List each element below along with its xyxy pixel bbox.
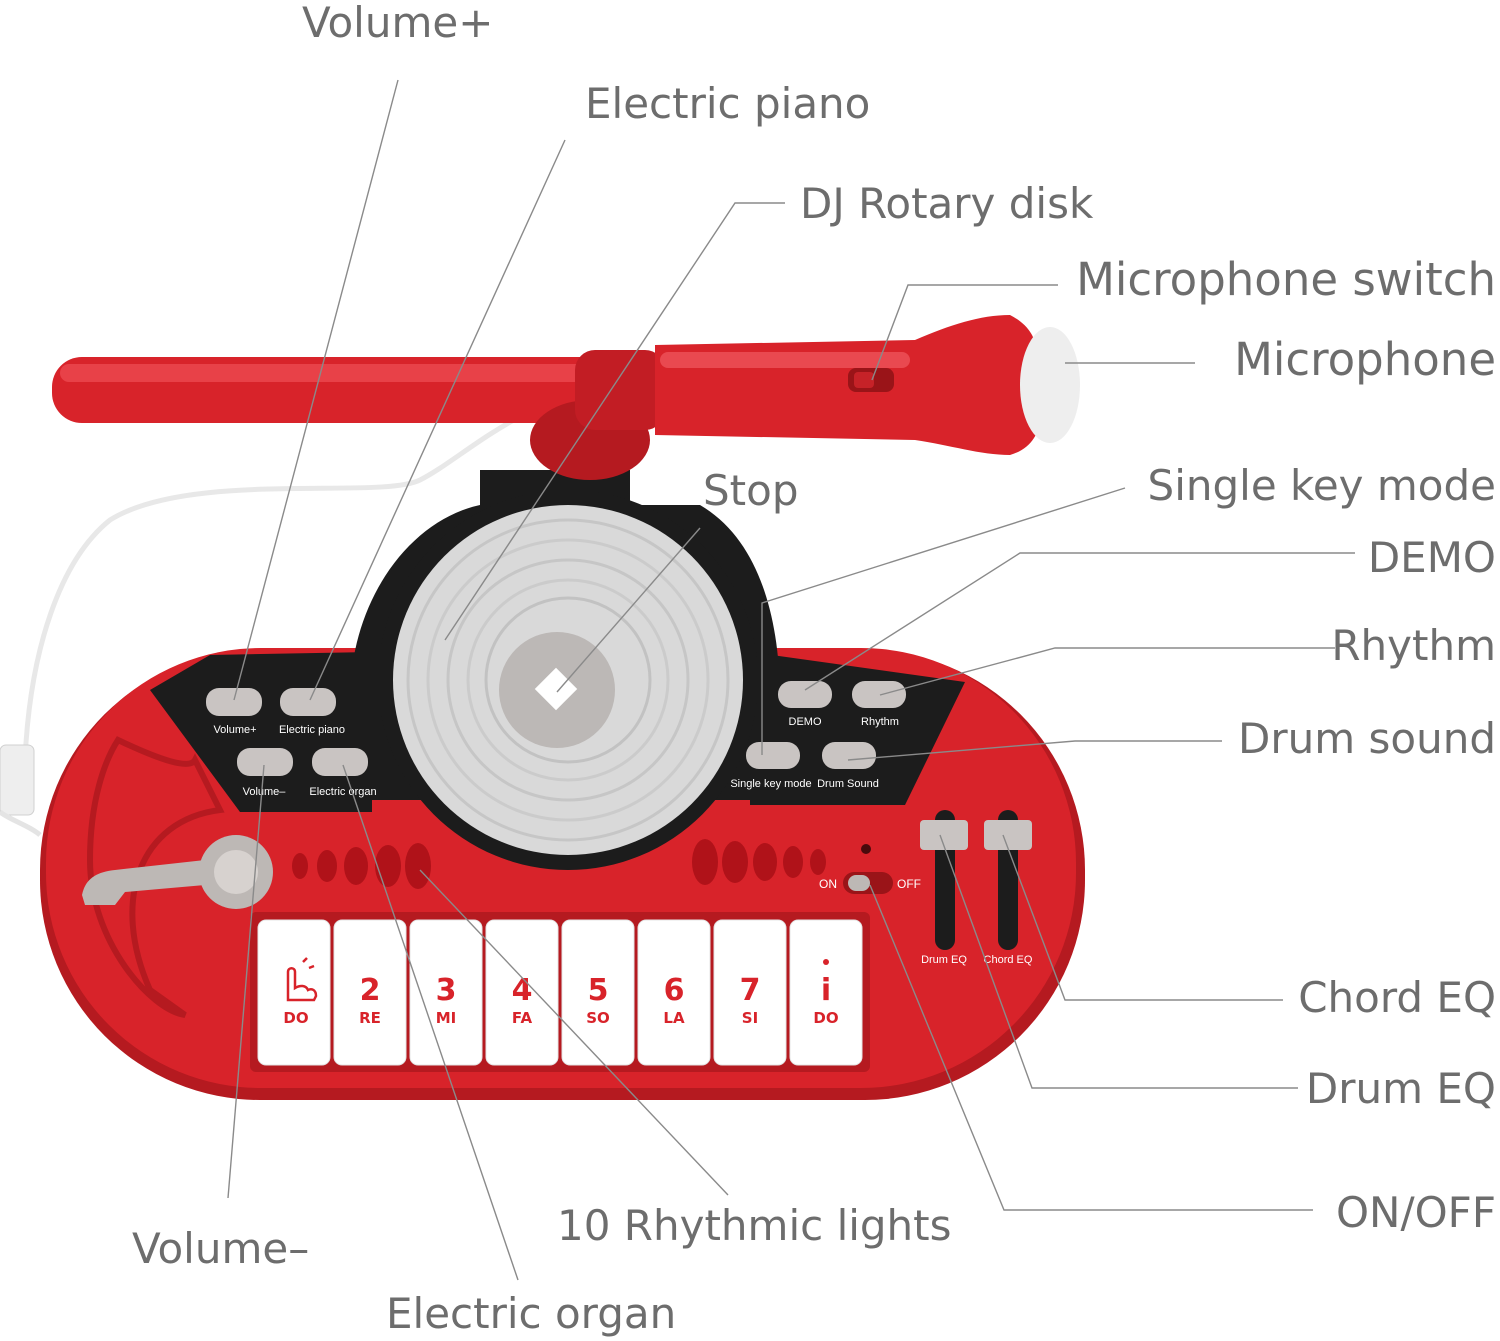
microphone-head [1020,327,1080,443]
light-10 [810,849,826,875]
callout-volume-minus: Volume– [132,1224,309,1273]
single-key-mode-button[interactable] [746,742,800,769]
callout-dj-rotary-disk: DJ Rotary disk [800,179,1094,228]
key-note-so: SO [586,1009,610,1027]
key-note-mi: MI [436,1009,457,1027]
rhythm-button[interactable] [852,681,906,708]
light-4 [375,845,401,887]
callout-single-key-mode: Single key mode [1148,461,1496,510]
key-number-5: 5 [588,973,609,1008]
rhythm-panel-label: Rhythm [861,716,899,728]
drum-eq-slider[interactable] [920,820,968,850]
callout-microphone: Microphone [1234,333,1496,386]
side-groove [86,736,225,1018]
light-9 [783,846,803,878]
piano-key[interactable] [257,919,331,1066]
volume-plus-panel-label: Volume+ [213,724,256,736]
on-label: ON [819,877,837,891]
demo-button[interactable] [778,681,832,708]
power-indicator [861,844,871,854]
off-label: OFF [897,877,921,891]
electric-organ-button[interactable] [312,748,368,776]
key-number-6: 6 [664,973,685,1008]
rhythmic-lights [292,839,826,889]
callout-chord-eq: Chord EQ [1298,973,1496,1022]
piano-key[interactable] [333,919,407,1066]
drum-sound-button[interactable] [822,742,876,769]
key-number-2: 2 [360,973,381,1008]
tone-arm[interactable] [82,860,205,905]
key-number-4: 4 [512,973,533,1008]
cable-plug [0,744,35,816]
callout-microphone-switch: Microphone switch [1076,253,1496,306]
callout-rhythmic-lights: 10 Rhythmic lights [557,1201,952,1250]
electric-piano-panel-label: Electric piano [279,724,345,736]
callout-volume-plus: Volume+ [302,0,493,47]
demo-panel-label: DEMO [789,716,822,728]
light-7 [722,841,748,883]
volume-minus-button[interactable] [237,748,293,776]
hand-icon [286,957,318,1002]
key-number-8: i [821,973,831,1008]
piano-key[interactable] [485,919,559,1066]
light-1 [292,853,308,879]
light-8 [753,843,777,881]
key-note-la: LA [663,1009,685,1027]
callout-on-off: ON/OFF [1336,1188,1496,1237]
microphone-handle [655,315,1040,455]
key-note-re: RE [359,1009,381,1027]
light-3 [344,847,368,885]
piano-key[interactable] [789,919,863,1066]
key-number-7: 7 [740,973,761,1008]
volume-minus-panel-label: Volume– [243,786,287,798]
microphone-cable [22,392,591,761]
light-5 [405,843,431,889]
drum-sound-panel-label: Drum Sound [817,778,879,790]
light-6 [692,839,718,885]
callout-electric-organ: Electric organ [386,1289,676,1338]
key-number-3: 3 [436,973,457,1008]
key-note-fa: FA [512,1009,533,1027]
drum-eq-panel-label: Drum EQ [921,954,967,966]
light-2 [317,850,337,882]
key-note-si: SI [742,1009,758,1027]
electric-piano-button[interactable] [280,688,336,716]
callout-drum-sound: Drum sound [1238,714,1496,763]
piano-key[interactable] [637,919,711,1066]
piano-key[interactable] [713,919,787,1066]
key-note-do-high: DO [813,1009,838,1027]
piano-key[interactable] [409,919,483,1066]
volume-plus-button[interactable] [206,688,262,716]
callout-demo: DEMO [1368,533,1496,582]
callout-drum-eq: Drum EQ [1306,1064,1496,1113]
piano-key[interactable] [561,919,635,1066]
callout-electric-piano: Electric piano [585,79,870,128]
chord-eq-panel-label: Chord EQ [984,954,1033,966]
callout-stop: Stop [703,466,798,515]
electric-organ-panel-label: Electric organ [309,786,376,798]
chord-eq-slider[interactable] [984,820,1032,850]
key-note-do: DO [283,1009,308,1027]
piano-keys [257,919,863,1066]
single-key-mode-panel-label: Single key mode [730,778,811,790]
callout-rhythm: Rhythm [1331,621,1496,670]
leader-lines [227,79,1355,1281]
